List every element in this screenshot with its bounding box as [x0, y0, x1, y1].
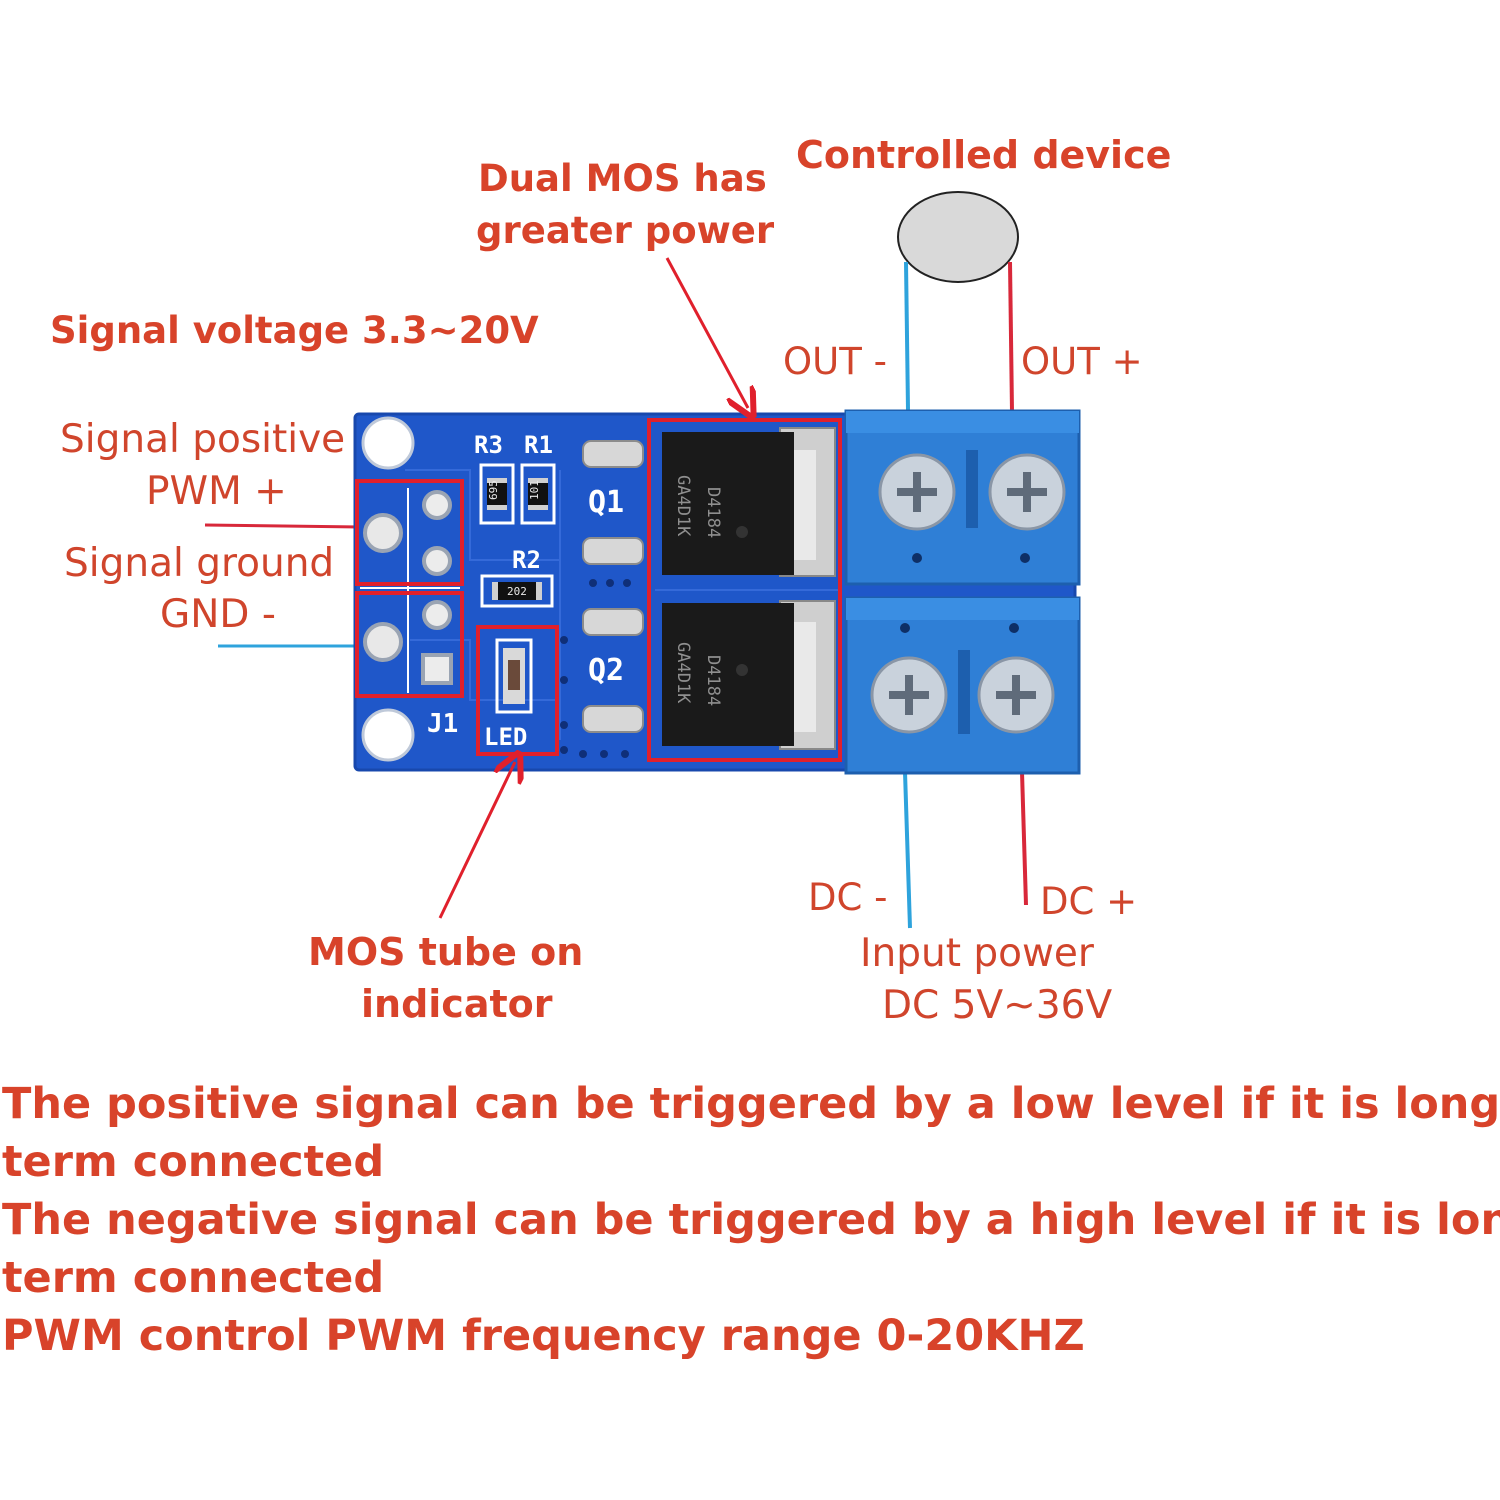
resistor-r3 — [479, 463, 515, 525]
note-line: term connected — [2, 1253, 385, 1303]
r3-code: 695 — [487, 480, 500, 500]
silk-q2: Q2 — [588, 653, 624, 688]
dc-plus-label: DC + — [1040, 880, 1138, 923]
signal-ground-label-line1: Signal ground — [64, 541, 335, 586]
signal-positive-highlight — [355, 479, 464, 586]
silk-q1: Q1 — [588, 485, 624, 520]
silk-r3: R3 — [474, 431, 503, 459]
dual-mos-arrow — [665, 257, 748, 408]
dual-mos-label-line2: greater power — [476, 209, 775, 252]
out-plus-wire — [1008, 261, 1014, 413]
r1-code: 101 — [528, 480, 541, 500]
controlled-device-icon — [897, 191, 1019, 283]
signal-voltage-label: Signal voltage 3.3~20V — [50, 309, 539, 352]
mos-indicator-label-line1: MOS tube on — [308, 930, 584, 974]
q2-marking-line2: GA4D1K — [673, 642, 693, 704]
j1-header — [360, 488, 460, 693]
mosfet-q2 — [662, 600, 836, 750]
signal-positive-label-line2: PWM + — [146, 469, 287, 514]
signal-ground-highlight — [355, 591, 464, 698]
mosfet-q1 — [662, 427, 836, 577]
note-line: The negative signal can be triggered by … — [2, 1195, 1500, 1245]
out-plus-label: OUT + — [1021, 340, 1143, 383]
resistor-r1 — [520, 463, 556, 525]
output-terminal-block — [844, 409, 1081, 586]
note-line: The positive signal can be triggered by … — [2, 1079, 1500, 1129]
out-minus-wire — [904, 261, 910, 411]
dc-plus-wire — [1020, 771, 1028, 906]
input-terminal-block — [844, 596, 1081, 775]
silk-led: LED — [484, 723, 527, 751]
mos-indicator-label-line2: indicator — [361, 982, 553, 1026]
led-indicator-arrow — [438, 762, 515, 919]
q1-marking-line1: D4184 — [703, 487, 723, 538]
controlled-device-label: Controlled device — [796, 133, 1172, 177]
q1-marking-line2: GA4D1K — [673, 475, 693, 537]
note-line: PWM control PWM frequency range 0-20KHZ — [2, 1311, 1085, 1361]
signal-ground-label-line2: GND - — [160, 592, 276, 637]
out-minus-label: OUT - — [783, 340, 887, 383]
silk-r2: R2 — [512, 546, 541, 574]
dc-minus-wire — [903, 771, 912, 929]
note-line: term connected — [2, 1137, 385, 1187]
q2-marking-line1: D4184 — [703, 655, 723, 706]
mounting-hole — [361, 708, 415, 762]
signal-positive-label-line1: Signal positive — [60, 417, 346, 462]
signal-positive-wire — [204, 523, 361, 529]
dual-mos-label-line1: Dual MOS has — [478, 157, 767, 200]
resistor-r2 — [480, 574, 554, 608]
led-component — [495, 638, 533, 714]
mosfet-leads — [582, 440, 644, 733]
r2-code: 202 — [507, 585, 527, 598]
dc-minus-label: DC - — [808, 876, 888, 919]
silk-r1: R1 — [524, 431, 553, 459]
input-power-label-line1: Input power — [860, 931, 1094, 976]
silk-j1: J1 — [427, 709, 458, 739]
input-power-label-line2: DC 5V~36V — [882, 983, 1113, 1028]
mounting-hole — [361, 416, 415, 470]
